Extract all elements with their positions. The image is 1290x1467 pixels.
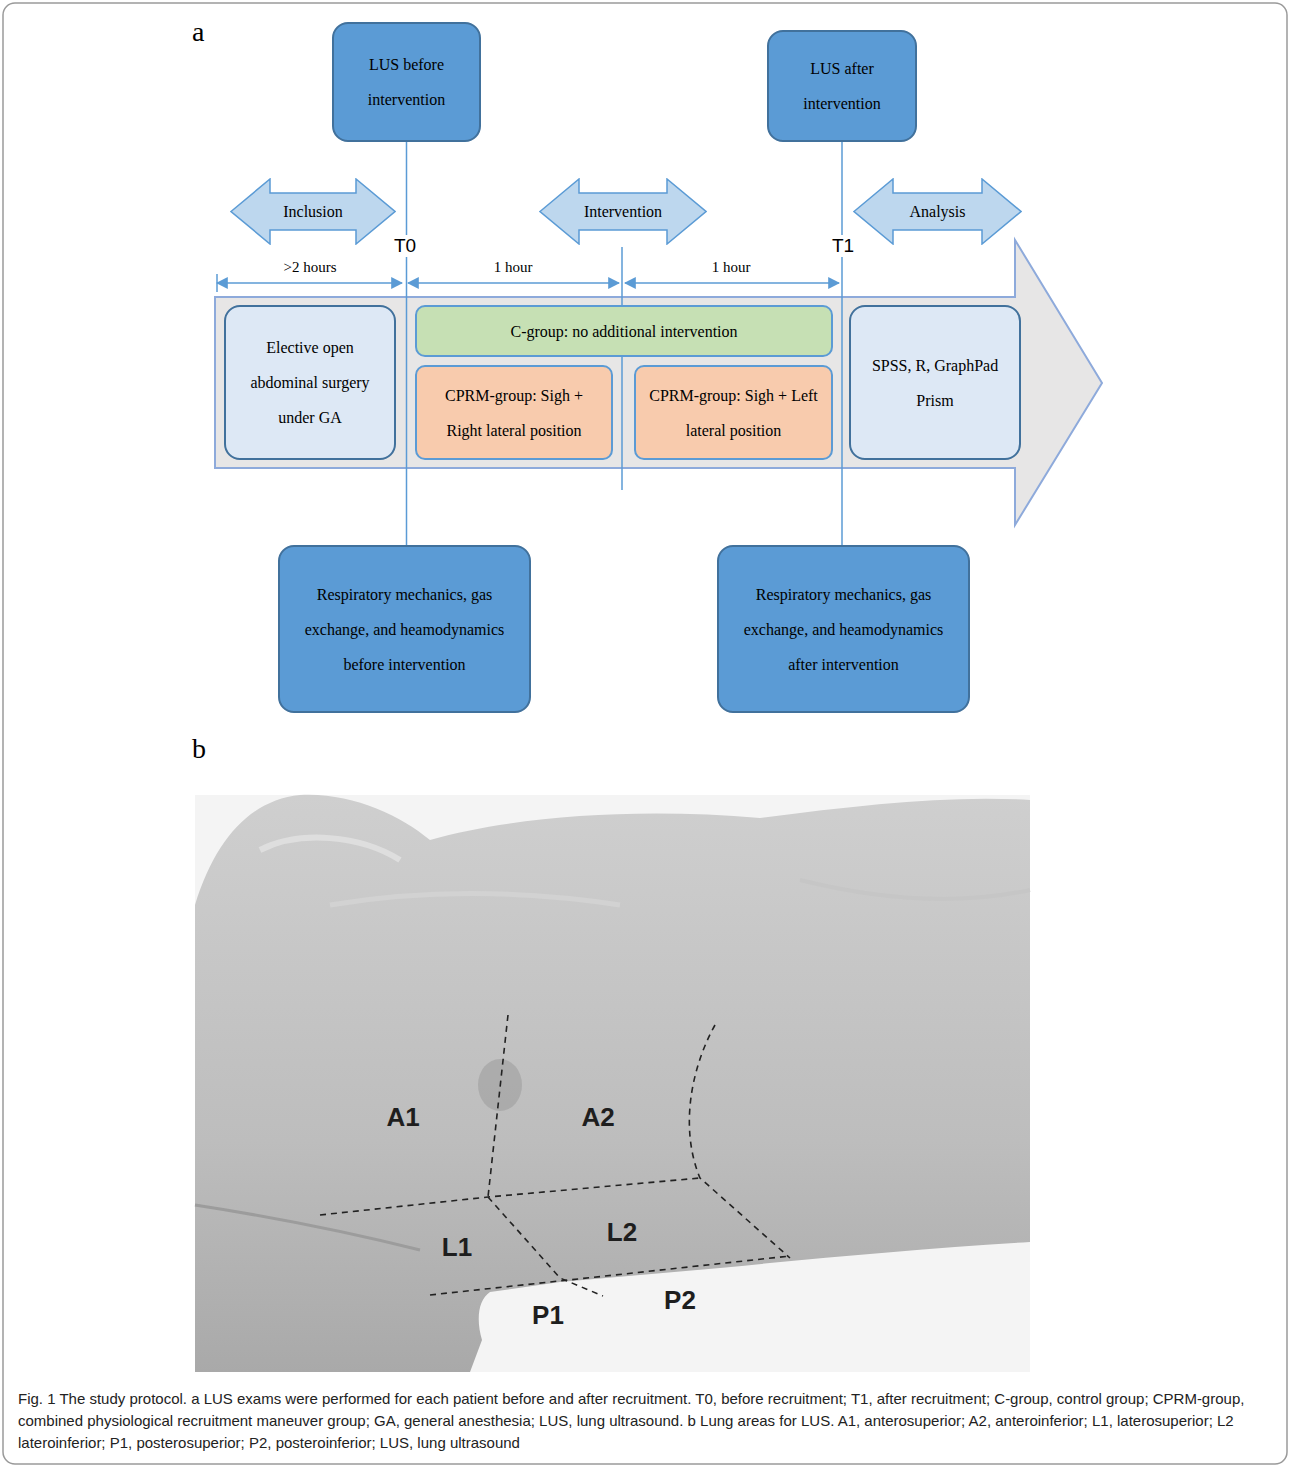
midpoint-line [621,357,623,490]
node-text: CPRM-group: Sigh + Right lateral positio… [429,378,599,448]
time-point-label: T1 [830,235,856,257]
time-point-label: T0 [392,235,418,257]
timepoint-connector [841,142,843,545]
figure-frame [3,3,1287,1464]
node-text: Respiratory mechanics, gas exchange, and… [743,577,944,682]
phase-arrow: Intervention [539,178,707,245]
process-box: SPSS, R, GraphPad Prism [849,305,1021,460]
duration-label: 1 hour [494,259,533,276]
measurement-box: Respiratory mechanics, gas exchange, and… [278,545,531,713]
node-text: Analysis [910,194,966,229]
timepoint-box: LUS before intervention [332,22,481,142]
timepoint-box: LUS after intervention [767,30,917,142]
torso-illustration [195,795,1030,1372]
lung-area-label: L2 [607,1217,637,1248]
group-box: CPRM-group: Sigh + Right lateral positio… [415,365,613,460]
lung-area-label: A1 [386,1102,419,1133]
panel-letter: b [192,733,206,765]
figure-caption: Fig. 1 The study protocol. a LUS exams w… [18,1388,1270,1454]
measurement-box: Respiratory mechanics, gas exchange, and… [717,545,970,713]
node-text: C-group: no additional intervention [510,314,737,349]
phase-arrow: Inclusion [230,178,396,245]
node-text: Inclusion [283,194,343,229]
node-text: Respiratory mechanics, gas exchange, and… [304,577,505,682]
duration-arrow [217,282,402,284]
duration-arrow [625,282,839,284]
timepoint-connector [406,142,408,545]
double-arrow-outline [231,179,395,244]
group-box: C-group: no additional intervention [415,305,833,357]
lung-area-label: P1 [532,1300,564,1331]
node-text: CPRM-group: Sigh + Left lateral position [648,378,819,448]
midpoint-line [621,247,623,305]
lung-area-label: L1 [442,1232,472,1263]
duration-arrow [408,282,619,284]
lung-area-label: P2 [664,1285,696,1316]
duration-label: >2 hours [283,259,336,276]
node-text: LUS after intervention [783,51,901,121]
duration-tick [216,274,218,292]
node-text: LUS before intervention [348,47,465,117]
group-box: CPRM-group: Sigh + Left lateral position [634,365,833,460]
node-text: Intervention [584,194,662,229]
timeline-arrow [215,240,1102,525]
double-arrow-outline [540,179,706,244]
panel-letter: a [192,16,204,48]
phase-arrow: Analysis [853,178,1022,245]
node-text: Elective open abdominal surgery under GA [240,330,380,435]
lung-area-label: A2 [581,1102,614,1133]
double-arrow-outline [854,179,1021,244]
node-text: SPSS, R, GraphPad Prism [865,348,1005,418]
process-box: Elective open abdominal surgery under GA [224,305,396,460]
duration-label: 1 hour [712,259,751,276]
